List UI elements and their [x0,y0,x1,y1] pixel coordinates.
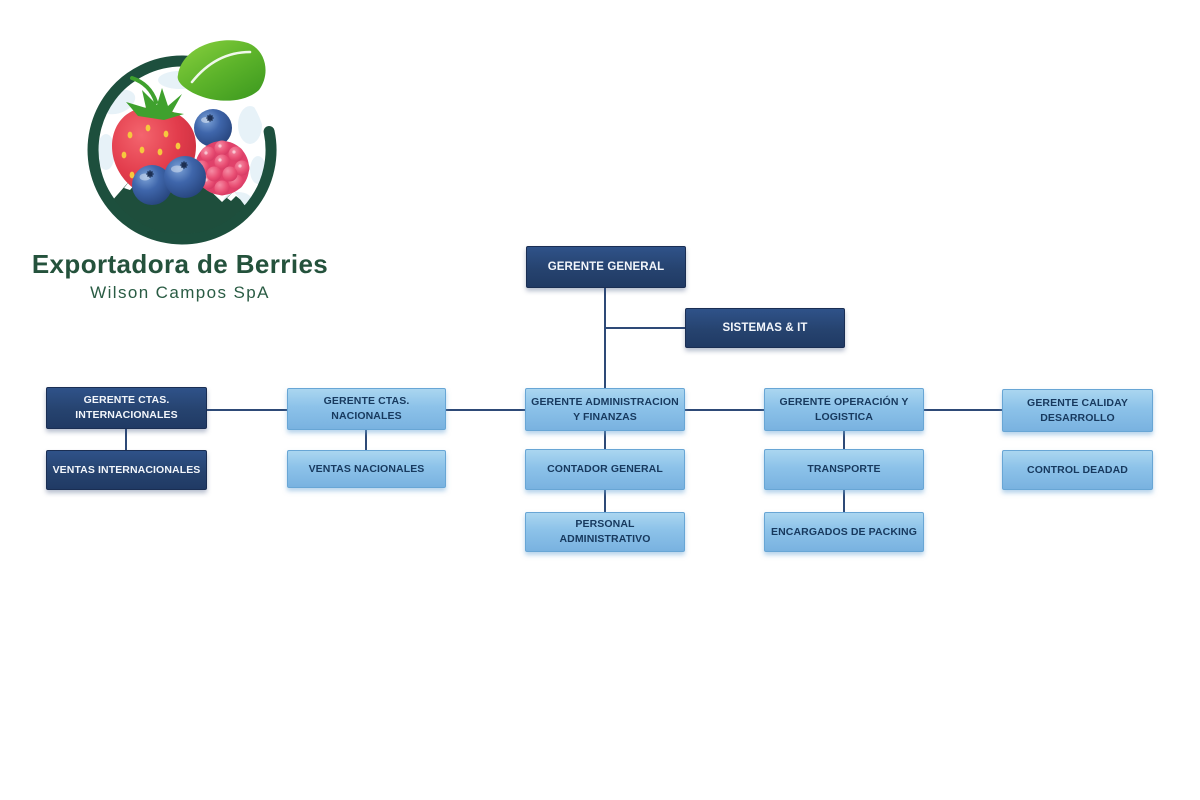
org-node-gerente-ctas-nacionales: GERENTE CTAS. NACIONALES [287,388,446,430]
connector-sistemas-branch [605,327,685,329]
connector-root-trunk [604,288,606,388]
brand-title: Exportadora de Berries [31,249,329,279]
connector-row-segment [685,409,764,411]
connector-row-segment [207,409,287,411]
connector-row-segment [446,409,525,411]
org-node-gerente-calidad-desarrollo: GERENTE CALIDAY DESARROLLO [1002,389,1153,432]
connector-child [843,490,845,512]
org-node-transporte: TRANSPORTE [764,449,924,490]
org-node-ventas-internacionales: VENTAS INTERNACIONALES [46,450,207,490]
org-node-contador-general: CONTADOR GENERAL [525,449,685,490]
org-node-control-de-calidad: CONTROL DEADAD [1002,450,1153,490]
org-node-gerente-administracion-finanzas: GERENTE ADMINISTRACION Y FINANZAS [525,388,685,431]
org-node-encargados-de-packing: ENCARGADOS DE PACKING [764,512,924,552]
connector-child [125,429,127,450]
org-node-sistemas-it: SISTEMAS & IT [685,308,845,348]
blueberry-icon [132,165,172,205]
brand-subtitle: Wilson Campos SpA [90,282,270,302]
leaf-icon [177,40,266,101]
connector-child [604,431,606,449]
connector-row-segment [924,409,1002,411]
ring-icon [87,55,277,245]
org-node-gerente-operacion-logistica: GERENTE OPERACIÓN Y LOGISTICA [764,388,924,431]
org-node-gerente-general: GERENTE GENERAL [526,246,686,288]
org-node-personal-administrativo: PERSONAL ADMINISTRATIVO [525,512,685,552]
connector-child [365,430,367,450]
org-node-ventas-nacionales: VENTAS NACIONALES [287,450,446,488]
connector-child [604,490,606,512]
org-node-gerente-ctas-internacionales: GERENTE CTAS. INTERNACIONALES [46,387,207,429]
blueberry-icon [194,109,232,147]
connector-child [843,431,845,449]
company-logo [87,40,277,245]
brand-block: Exportadora de Berries Wilson Campos SpA [18,250,342,303]
blueberry-icon [164,156,206,198]
